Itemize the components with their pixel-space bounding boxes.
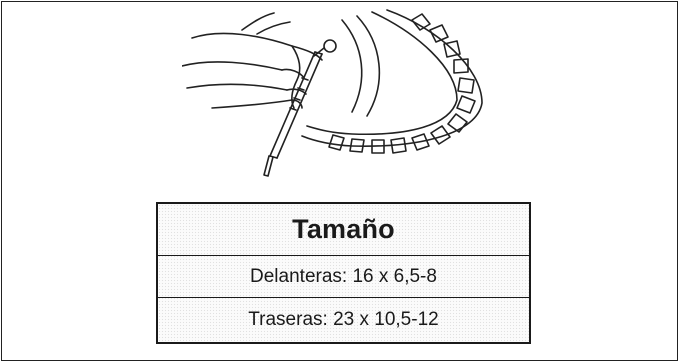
table-row-front: Delanteras: 16 x 6,5-8 [158,256,529,298]
tire-icon [301,9,483,154]
tire-pressure-gauge-illustration [182,9,483,177]
table-row-rear: Traseras: 23 x 10,5-12 [248,309,439,330]
table-header: Tamaño [158,204,529,256]
valve-stem-icon [313,39,337,57]
pressure-gauge-icon [263,51,323,177]
tire-size-table: Tamaño Delanteras: 16 x 6,5-8 Traseras: … [156,202,531,344]
hand-icon [182,12,323,109]
